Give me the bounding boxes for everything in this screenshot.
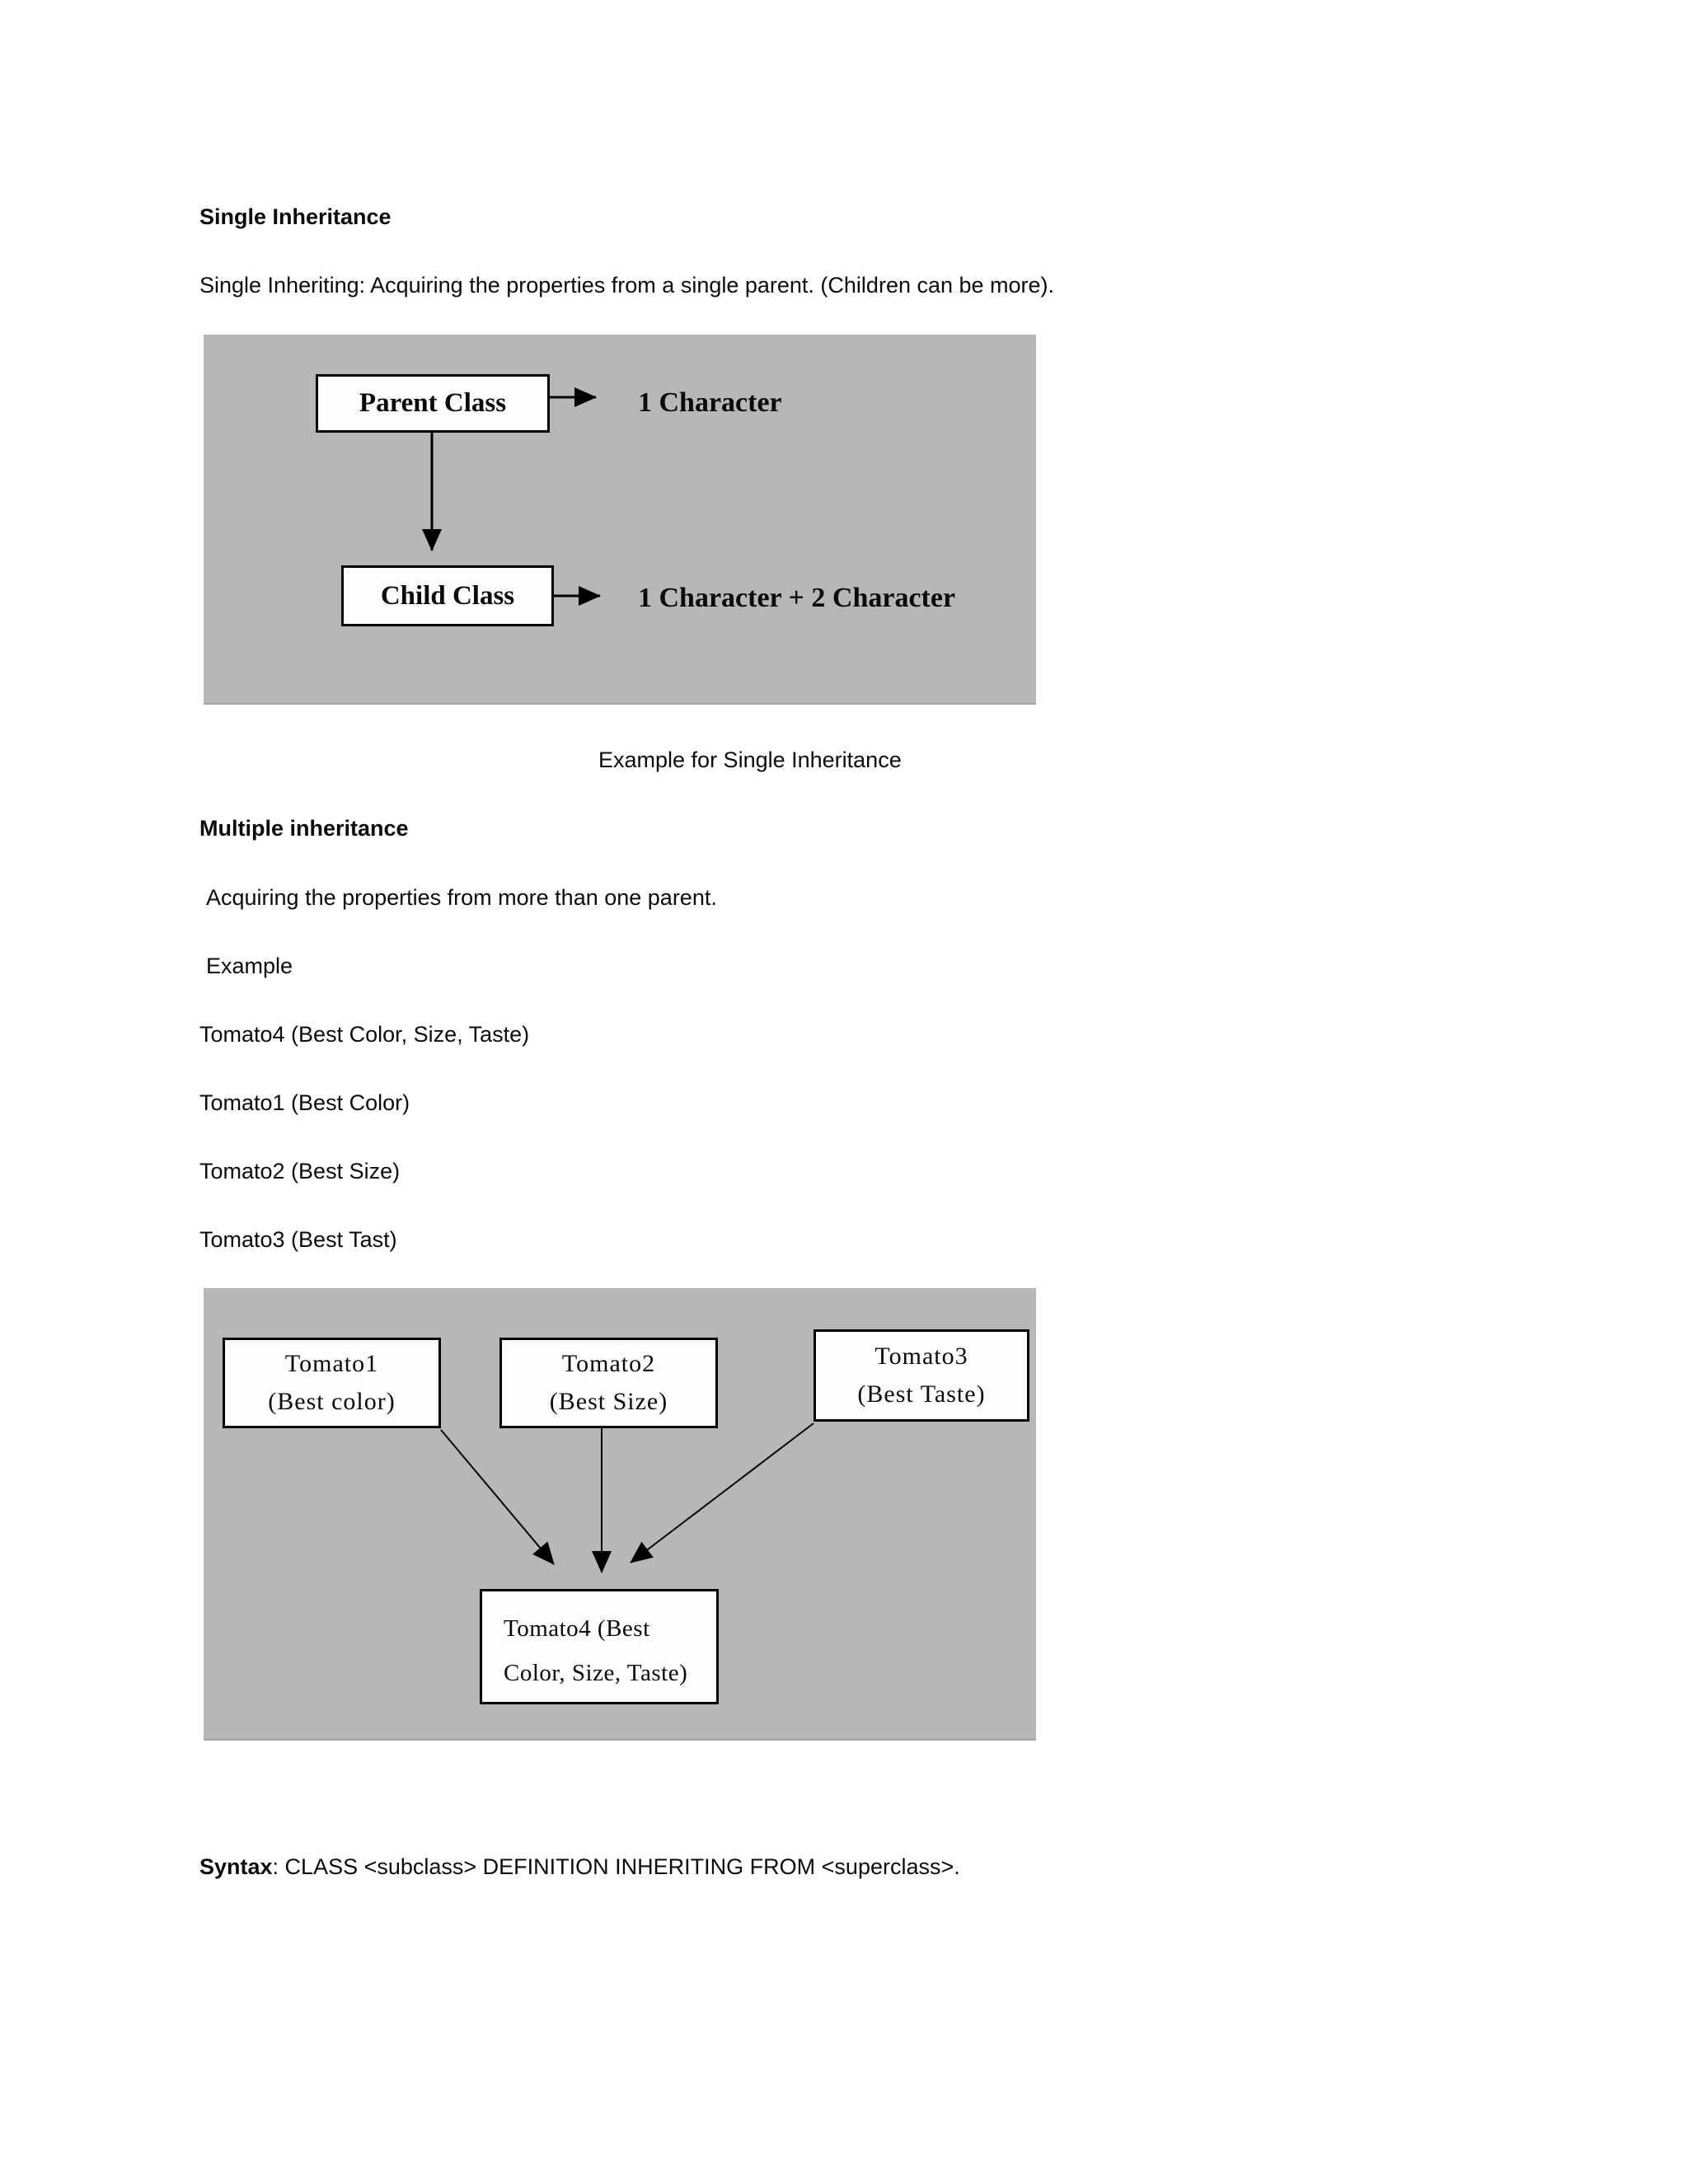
parent-class-box: Parent Class (316, 374, 550, 433)
heading-single-inheritance: Single Inheritance (199, 204, 392, 229)
tomato1-box-trait: (Best color) (268, 1388, 396, 1415)
syntax-statement: : CLASS <subclass> DEFINITION INHERITING… (272, 1854, 960, 1879)
tomato2-line: Tomato2 (Best Size) (199, 1159, 401, 1183)
heading-multiple-inheritance: Multiple inheritance (199, 816, 409, 841)
tomato4-box: Tomato4 (Best Color, Size, Taste) (480, 1589, 719, 1704)
parent-result-label: 1 Character (638, 387, 782, 418)
intro-paragraph: Single Inheriting: Acquiring the propert… (199, 273, 1055, 298)
tomato2-box: Tomato2 (Best Size) (499, 1338, 718, 1428)
multiple-inheritance-arrows-svg (440, 1422, 814, 1573)
diagram-single-inheritance: Parent Class 1 Character Child Class 1 C… (204, 335, 1036, 703)
arrow-tomato3-to-tomato4 (630, 1422, 814, 1563)
arrow-tomato1-to-tomato4 (440, 1429, 555, 1565)
syntax-keyword: Syntax (199, 1854, 273, 1879)
tomato3-box: Tomato3 (Best Taste) (814, 1329, 1029, 1422)
example-label: Example (206, 954, 293, 978)
tomato4-box-line2: Color, Size, Taste) (504, 1660, 688, 1686)
child-result-label: 1 Character + 2 Character (638, 583, 956, 613)
diagram1-caption: Example for Single Inheritance (598, 748, 902, 772)
tomato1-line: Tomato1 (Best Color) (199, 1090, 410, 1115)
tomato3-box-name: Tomato3 (874, 1343, 968, 1370)
diagram-multiple-inheritance: Tomato1 (Best color) Tomato2 (Best Size)… (204, 1288, 1036, 1739)
syntax-line: Syntax: CLASS <subclass> DEFINITION INHE… (199, 1853, 960, 1881)
tomato1-box-name: Tomato1 (284, 1350, 379, 1377)
tomato1-box: Tomato1 (Best color) (223, 1338, 441, 1428)
tomato2-box-trait: (Best Size) (549, 1388, 668, 1415)
parent-class-label: Parent Class (359, 388, 507, 418)
tomato3-box-trait: (Best Taste) (857, 1380, 986, 1408)
tomato4-box-line1: Tomato4 (Best (504, 1615, 650, 1642)
tomato4-line: Tomato4 (Best Color, Size, Taste) (199, 1022, 530, 1047)
multiple-inheritance-desc: Acquiring the properties from more than … (206, 885, 717, 910)
tomato3-line: Tomato3 (Best Tast) (199, 1227, 397, 1252)
single-inheritance-arrows-svg (422, 387, 601, 606)
child-class-label: Child Class (380, 580, 515, 611)
tomato2-box-name: Tomato2 (561, 1350, 656, 1377)
child-class-box: Child Class (341, 565, 554, 626)
